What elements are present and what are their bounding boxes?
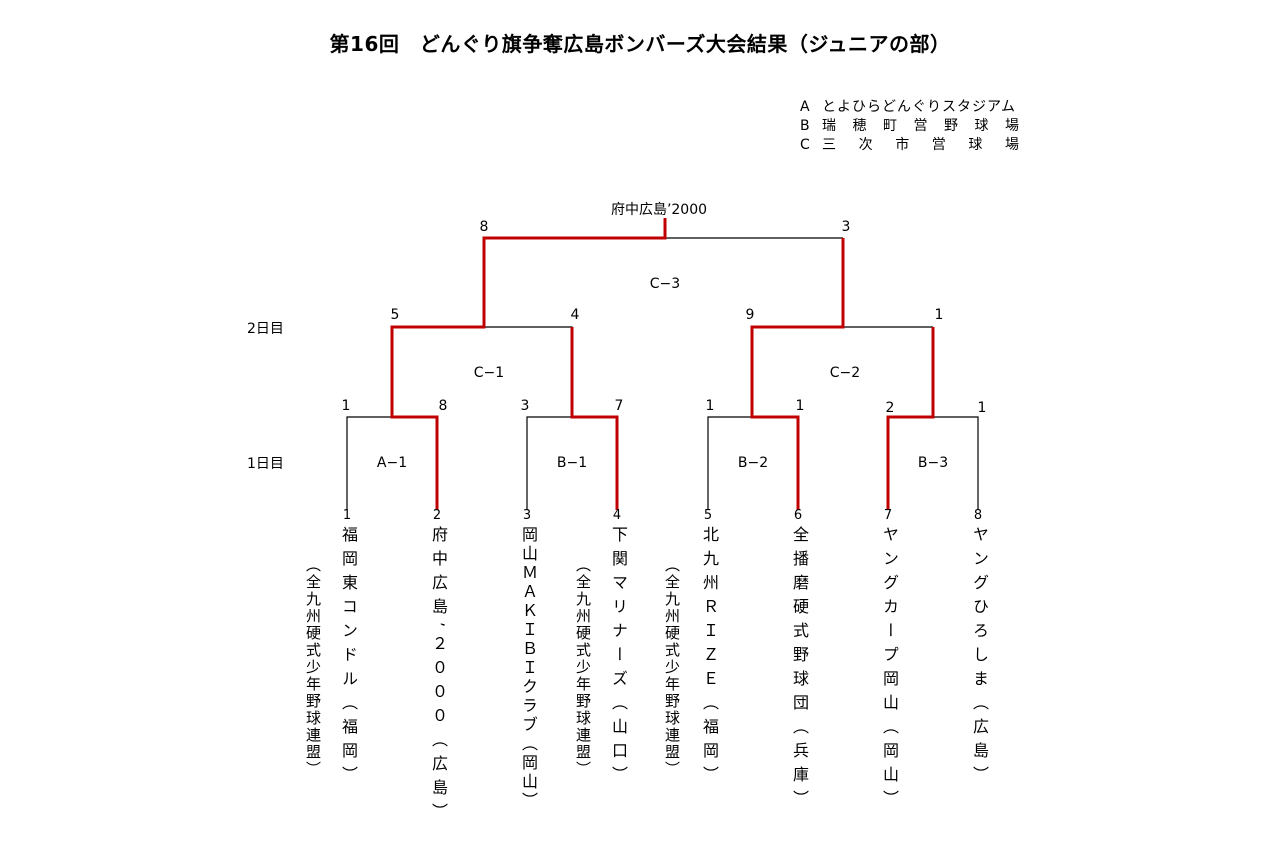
score-c3-right: 3: [842, 219, 851, 235]
team-name: 岡山ＭＡＫＩＢＩクラブ（岡山）: [519, 526, 538, 811]
team-association: （全九州硬式少年野球連盟）: [663, 557, 681, 778]
legend-char: 市: [895, 137, 911, 153]
legend-char: 球: [968, 137, 984, 153]
legend-key: A: [800, 99, 810, 115]
page-title: 第16回 どんぐり旗争奪広島ボンバーズ大会結果（ジュニアの部）: [329, 32, 951, 56]
score-c2-right: 1: [935, 307, 944, 323]
team-seed: 7: [883, 508, 893, 523]
legend-row-b: B 瑞 穂 町 営 野 球 場: [800, 117, 1020, 136]
legend-char: 野: [944, 118, 959, 134]
legend-char: 営: [913, 118, 929, 134]
score-b3-left: 2: [886, 400, 895, 416]
score-c1-left: 5: [391, 307, 400, 323]
team-name: ヤングひろしま（広島）: [970, 526, 989, 790]
legend-char: 営: [931, 137, 947, 153]
team-seed: 4: [612, 508, 622, 523]
game-label-c3: C−3: [650, 276, 680, 292]
team-seed: 1: [342, 508, 352, 523]
team-seed: 3: [522, 508, 532, 523]
legend-char: 次: [858, 137, 874, 153]
legend-char: 町: [883, 118, 898, 134]
score-c2-left: 9: [746, 307, 755, 323]
game-label-a1: A−1: [377, 455, 407, 471]
score-c1-right: 4: [571, 307, 580, 323]
game-label-b2: B−2: [738, 455, 768, 471]
legend-char: 場: [1004, 137, 1020, 153]
legend-key: C: [800, 137, 810, 153]
game-label-c1: C−1: [474, 365, 504, 381]
score-b2-right: 1: [796, 398, 805, 414]
score-b1-right: 7: [615, 398, 624, 414]
team-association: （全九州硬式少年野球連盟）: [574, 557, 592, 778]
team-name: 福岡東コンドル（福岡）: [339, 526, 358, 790]
venue-legend: A とよひらどんぐりスタジアム B 瑞 穂 町 営 野 球 場 C 三 次 市 …: [800, 98, 1020, 155]
team-association: （全九州硬式少年野球連盟）: [304, 557, 322, 778]
legend-char: 三: [822, 137, 837, 153]
legend-char: 球: [974, 118, 990, 134]
winner-line-champion: [390, 218, 667, 510]
legend-char: 場: [1005, 118, 1020, 134]
legend-venue: 瑞 穂 町 営 野 球 場: [822, 117, 1020, 136]
team-name: 北九州ＲＩＺＥ（福岡）: [700, 526, 719, 790]
legend-char: 瑞: [822, 118, 837, 134]
legend-venue: 三 次 市 営 球 場: [822, 136, 1020, 155]
game-label-c2: C−2: [830, 365, 860, 381]
score-c3-left: 8: [480, 219, 489, 235]
team-seed: 8: [973, 508, 983, 523]
winner-lines: [390, 218, 935, 510]
legend-key: B: [800, 118, 810, 134]
team-seed: 2: [432, 508, 442, 523]
legend-row-c: C 三 次 市 営 球 場: [800, 136, 1020, 155]
day-1-label: 1日目: [247, 456, 284, 472]
legend-row-a: A とよひらどんぐりスタジアム: [800, 98, 1020, 117]
team-seed: 5: [703, 508, 713, 523]
score-b2-left: 1: [706, 398, 715, 414]
game-label-b1: B−1: [557, 455, 587, 471]
team-name: 全播磨硬式野球団（兵庫）: [790, 526, 809, 814]
winner-line-b1: [570, 327, 619, 510]
game-label-b3: B−3: [918, 455, 948, 471]
team-name: 下関マリナーズ（山口）: [609, 526, 628, 790]
winner-line-b3: [886, 327, 935, 510]
score-b1-left: 3: [521, 398, 530, 414]
team-name: ヤングカープ岡山（岡山）: [880, 526, 899, 814]
team-name: 府中広島’２０００（広島）: [429, 526, 448, 828]
legend-venue: とよひらどんぐりスタジアム: [822, 99, 1017, 115]
champion-name: 府中広島’2000: [611, 202, 707, 218]
legend-char: 穂: [852, 118, 868, 134]
winner-line-b2: [750, 238, 845, 510]
score-a1-right: 8: [439, 398, 448, 414]
score-a1-left: 1: [342, 398, 351, 414]
team-seed: 6: [793, 508, 803, 523]
score-b3-right: 1: [978, 400, 987, 416]
day-2-label: 2日目: [247, 321, 284, 337]
